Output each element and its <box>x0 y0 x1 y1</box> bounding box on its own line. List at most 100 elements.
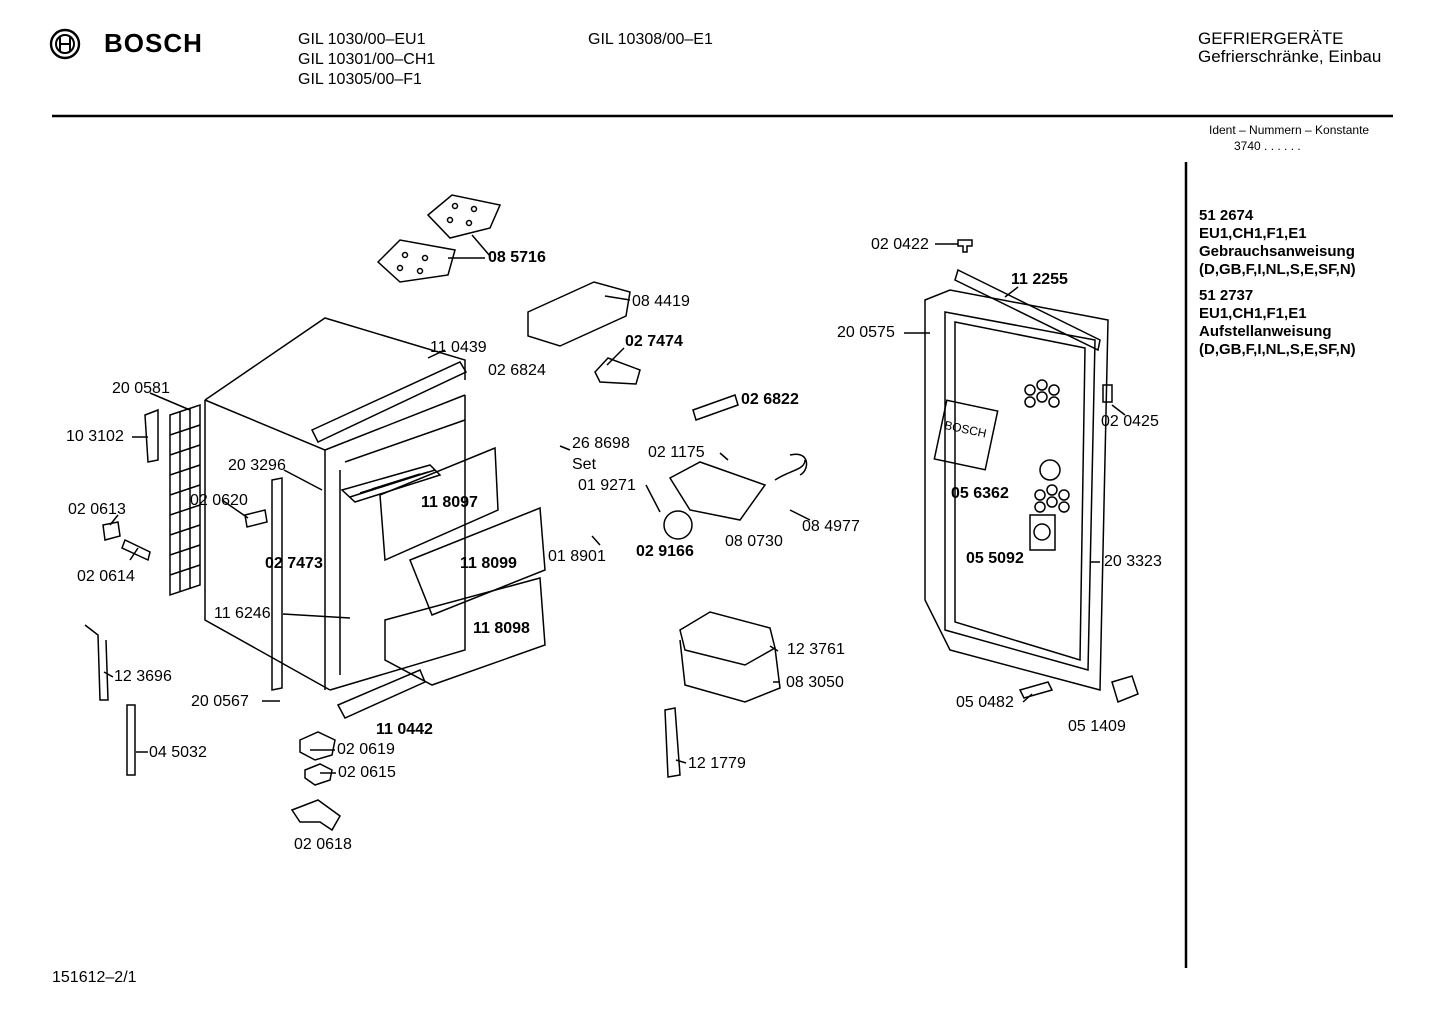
part-label: 12 3696 <box>114 668 172 685</box>
part-label: 01 8901 <box>548 548 606 565</box>
part-label: 04 5032 <box>149 744 207 761</box>
document-languages: (D,GB,F,I,NL,S,E,SF,N) <box>1199 341 1356 358</box>
category-title: GEFRIERGERÄTE <box>1198 29 1344 48</box>
model-list-2: GIL 10308/00–E1 <box>588 30 713 50</box>
model-number: GIL 10301/00–CH1 <box>298 51 436 68</box>
rail-icon <box>336 669 426 719</box>
side-strip-icon <box>271 477 283 691</box>
tube-icon <box>84 624 109 701</box>
part-label: 02 9166 <box>636 543 694 560</box>
block-icon <box>304 763 333 786</box>
freezer-cabinet-icon <box>169 317 466 691</box>
document-reference: 51 2674 EU1,CH1,F1,E1 Gebrauchsanweisung… <box>1199 207 1356 279</box>
document-variants: EU1,CH1,F1,E1 <box>1199 305 1307 322</box>
part-label: 08 5716 <box>488 249 546 266</box>
document-reference: 51 2737 EU1,CH1,F1,E1 Aufstellanweisung … <box>1199 287 1356 359</box>
part-label: 01 9271 <box>578 477 636 494</box>
part-label: 02 6824 <box>488 362 546 379</box>
document-variants: EU1,CH1,F1,E1 <box>1199 225 1307 242</box>
part-label: 05 5092 <box>966 550 1024 567</box>
model-number: GIL 10308/00–E1 <box>588 31 713 48</box>
pipe-icon <box>144 408 159 463</box>
pin-icon <box>121 538 151 562</box>
clip-icon <box>594 357 641 385</box>
part-label: 02 6822 <box>741 391 799 408</box>
part-label: 02 0422 <box>871 236 929 253</box>
model-number: GIL 1030/00–EU1 <box>298 31 426 48</box>
part-label: 10 3102 <box>66 428 124 445</box>
ice-pack-icon <box>376 194 502 283</box>
part-label: 08 4977 <box>802 518 860 535</box>
clip-icon <box>1102 384 1113 403</box>
part-label: 05 6362 <box>951 485 1009 502</box>
drawer-icon <box>409 506 546 616</box>
part-label: 02 0620 <box>190 492 248 509</box>
document-title: Gebrauchsanweisung <box>1199 243 1355 260</box>
part-label: 20 0575 <box>837 324 895 341</box>
part-label: 02 0613 <box>68 501 126 518</box>
part-label: 02 7474 <box>625 333 683 350</box>
pin-icon <box>126 704 136 776</box>
ident-label: Ident – Nummern – Konstante <box>1209 123 1370 137</box>
knob-icon <box>663 510 693 540</box>
scraper-icon <box>664 707 681 778</box>
part-label: 12 1779 <box>688 755 746 772</box>
part-label: 02 0618 <box>294 836 352 853</box>
part-label: 02 0425 <box>1101 413 1159 430</box>
bosch-logo-icon <box>49 28 81 60</box>
screw-icon <box>957 239 973 253</box>
drawer-icon <box>384 577 546 686</box>
sensor-icon <box>774 453 808 481</box>
part-label: 11 0439 <box>430 339 487 356</box>
part-label: 11 8098 <box>473 620 530 637</box>
strip-icon <box>692 394 739 421</box>
door-panel-icon <box>924 289 1109 691</box>
part-label: Set <box>572 456 597 473</box>
brand-name: BOSCH <box>104 28 203 58</box>
thermostat-housing-icon <box>668 461 767 521</box>
part-label: 02 7473 <box>265 555 323 572</box>
part-label: 20 0581 <box>112 380 170 397</box>
document-title: Aufstellanweisung <box>1199 323 1332 340</box>
document-number: 51 2737 <box>1199 287 1254 304</box>
part-label: 11 6246 <box>214 605 271 622</box>
part-label: 08 4419 <box>632 293 690 310</box>
part-label: 05 1409 <box>1068 718 1126 735</box>
part-label: 12 3761 <box>787 641 845 658</box>
part-label: 05 0482 <box>956 694 1014 711</box>
part-label: 20 0567 <box>191 693 249 710</box>
category-heading: GEFRIERGERÄTE Gefrierschränke, Einbau <box>1198 30 1381 66</box>
document-languages: (D,GB,F,I,NL,S,E,SF,N) <box>1199 261 1356 278</box>
part-label: 11 0442 <box>376 721 433 738</box>
plate-icon <box>244 509 268 528</box>
part-label: 26 8698 <box>572 435 630 452</box>
model-number: GIL 10305/00–F1 <box>298 71 422 88</box>
drawer-icon <box>379 446 499 562</box>
part-label: 08 3050 <box>786 674 844 691</box>
block-icon <box>299 731 336 761</box>
trim-strip-icon <box>310 361 468 443</box>
part-label: 20 3296 <box>228 457 286 474</box>
part-label: 11 8097 <box>421 494 478 511</box>
drawing-number: 151612–2/1 <box>52 969 137 986</box>
plate-icon <box>1018 681 1054 699</box>
part-label: 11 8099 <box>460 555 517 572</box>
part-label: 20 3323 <box>1104 553 1162 570</box>
part-label: 08 0730 <box>725 533 783 550</box>
bracket-icon <box>290 799 341 832</box>
part-label: 02 1175 <box>648 444 705 461</box>
ice-tray-icon <box>679 611 776 666</box>
door-strip-icon <box>954 268 1101 352</box>
part-label: 02 0615 <box>338 764 396 781</box>
part-label: 02 0614 <box>77 568 135 585</box>
model-list-1: GIL 1030/00–EU1 GIL 10301/00–CH1 GIL 103… <box>298 30 435 90</box>
hinge-icon <box>1111 675 1139 704</box>
category-subtitle: Gefrierschränke, Einbau <box>1198 47 1382 66</box>
part-label: 02 0619 <box>337 741 395 758</box>
ident-value: 3740 . . . . . . <box>1234 139 1301 153</box>
hinge-part-icon <box>102 521 121 541</box>
document-number: 51 2674 <box>1199 207 1254 224</box>
part-label: 11 2255 <box>1011 271 1068 288</box>
